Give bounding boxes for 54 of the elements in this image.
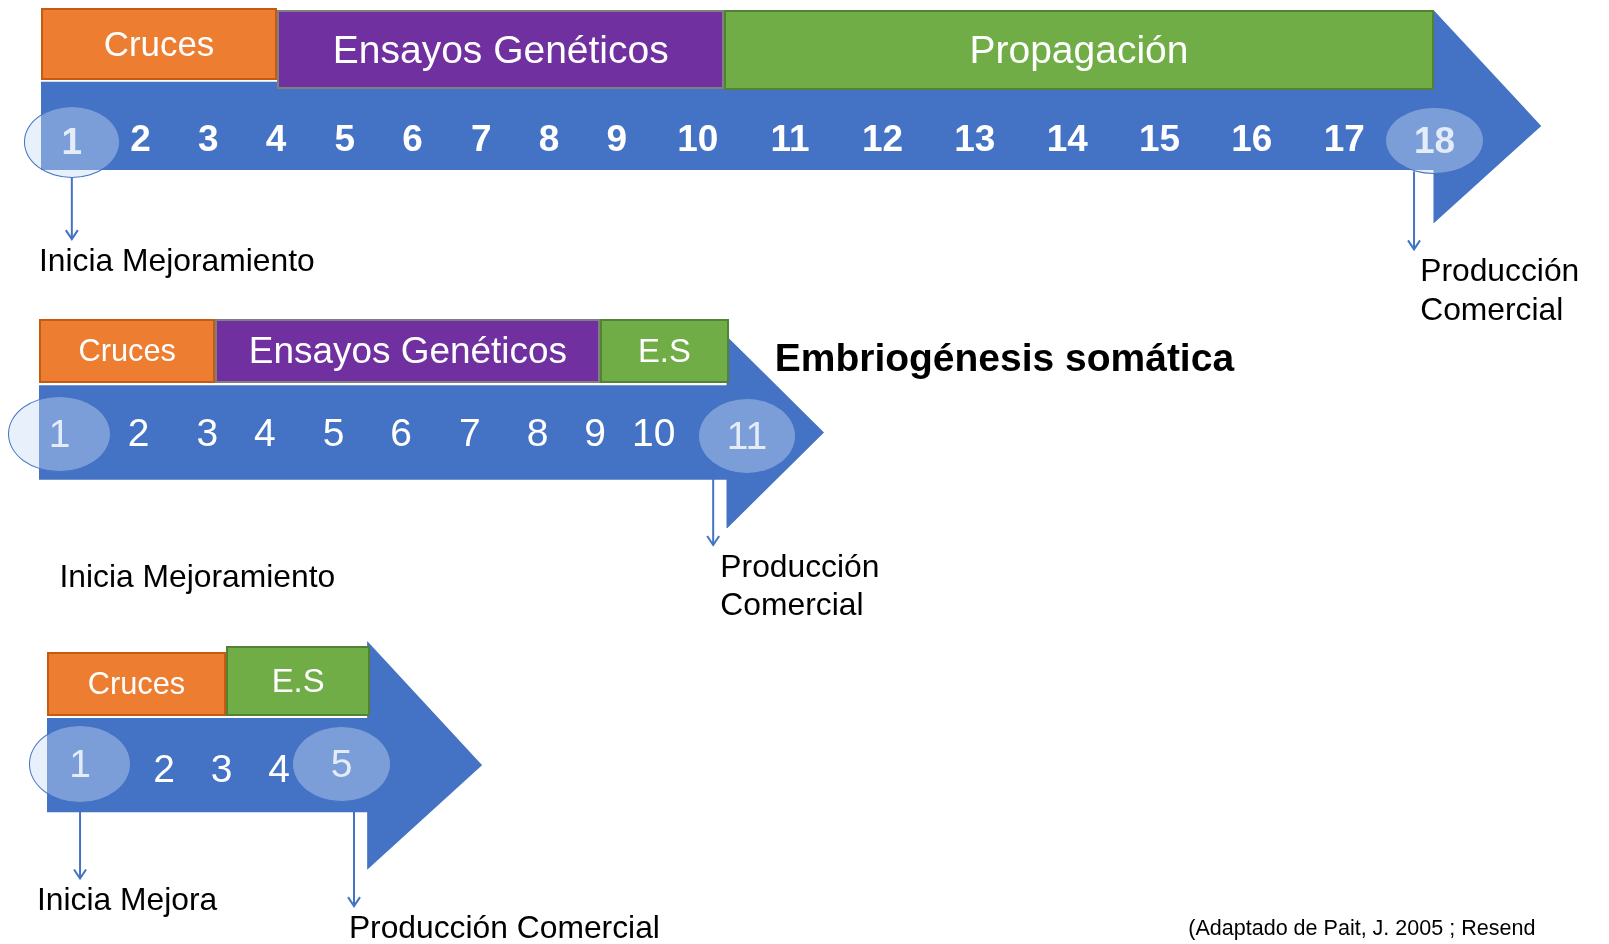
year-number: 3 xyxy=(210,748,233,788)
citation: (Adaptado de Pait, J. 2005 ; Resend xyxy=(1188,916,1537,943)
milestone-label: Inicia Mejora xyxy=(36,880,273,919)
year-number: 10 xyxy=(677,120,719,157)
year-number: 7 xyxy=(470,120,492,157)
milestone-label: Inicia Mejoramiento xyxy=(59,557,337,596)
year-number: 14 xyxy=(1046,120,1088,157)
phase-bar: Cruces xyxy=(41,8,278,81)
year-number: 8 xyxy=(526,412,549,452)
year-number: 11 xyxy=(770,120,810,157)
highlight-ellipse: 1 xyxy=(23,105,121,178)
highlight-ellipse: 18 xyxy=(1385,106,1484,175)
year-number: 6 xyxy=(390,412,413,452)
year-number: 13 xyxy=(954,120,996,157)
phase-bar: Propagación xyxy=(724,10,1434,91)
year-number: 3 xyxy=(196,412,219,452)
year-number: 3 xyxy=(198,120,219,157)
year-number: 5 xyxy=(322,412,345,452)
year-number: 4 xyxy=(265,120,287,157)
phase-bar: Ensayos Genéticos xyxy=(277,10,725,90)
milestone-label: Inicia Mejoramiento xyxy=(39,241,388,280)
year-number: 15 xyxy=(1139,120,1181,157)
year-number: 7 xyxy=(459,412,481,452)
arrow xyxy=(1407,170,1422,251)
year-number: 9 xyxy=(584,412,606,452)
year-number: 2 xyxy=(127,412,150,452)
phase-bar: Ensayos Genéticos xyxy=(215,319,601,383)
milestone-label: Producción Comercial xyxy=(1420,251,1609,328)
section-heading: Embriogénesis somática xyxy=(774,334,1236,381)
milestone-label: Producción Comercial xyxy=(348,908,719,944)
phase-bar: E.S xyxy=(600,319,729,383)
year-number: 4 xyxy=(253,412,276,452)
highlight-ellipse: 1 xyxy=(8,396,111,472)
arrow xyxy=(64,176,79,241)
highlight-ellipse: 5 xyxy=(292,726,391,803)
highlight-ellipse: 11 xyxy=(697,398,797,475)
highlight-ellipse: 1 xyxy=(28,725,132,804)
year-number: 9 xyxy=(606,120,627,157)
timeline-arrow xyxy=(41,10,1542,224)
year-number: 10 xyxy=(631,412,676,452)
year-number: 16 xyxy=(1231,120,1273,157)
phase-bar: Cruces xyxy=(39,319,216,383)
year-number: 2 xyxy=(130,120,151,157)
milestone-label: Producción Comercial xyxy=(720,546,911,624)
phase-bar: E.S xyxy=(225,646,371,717)
timeline-arrow xyxy=(47,641,483,871)
phase-bar: Cruces xyxy=(47,651,226,717)
year-number: 17 xyxy=(1323,120,1365,157)
year-number: 2 xyxy=(153,748,175,788)
year-number: 8 xyxy=(538,120,560,157)
year-number: 5 xyxy=(334,120,356,157)
year-number: 4 xyxy=(268,748,290,788)
year-number: 6 xyxy=(402,120,423,157)
year-number: 12 xyxy=(861,120,903,157)
